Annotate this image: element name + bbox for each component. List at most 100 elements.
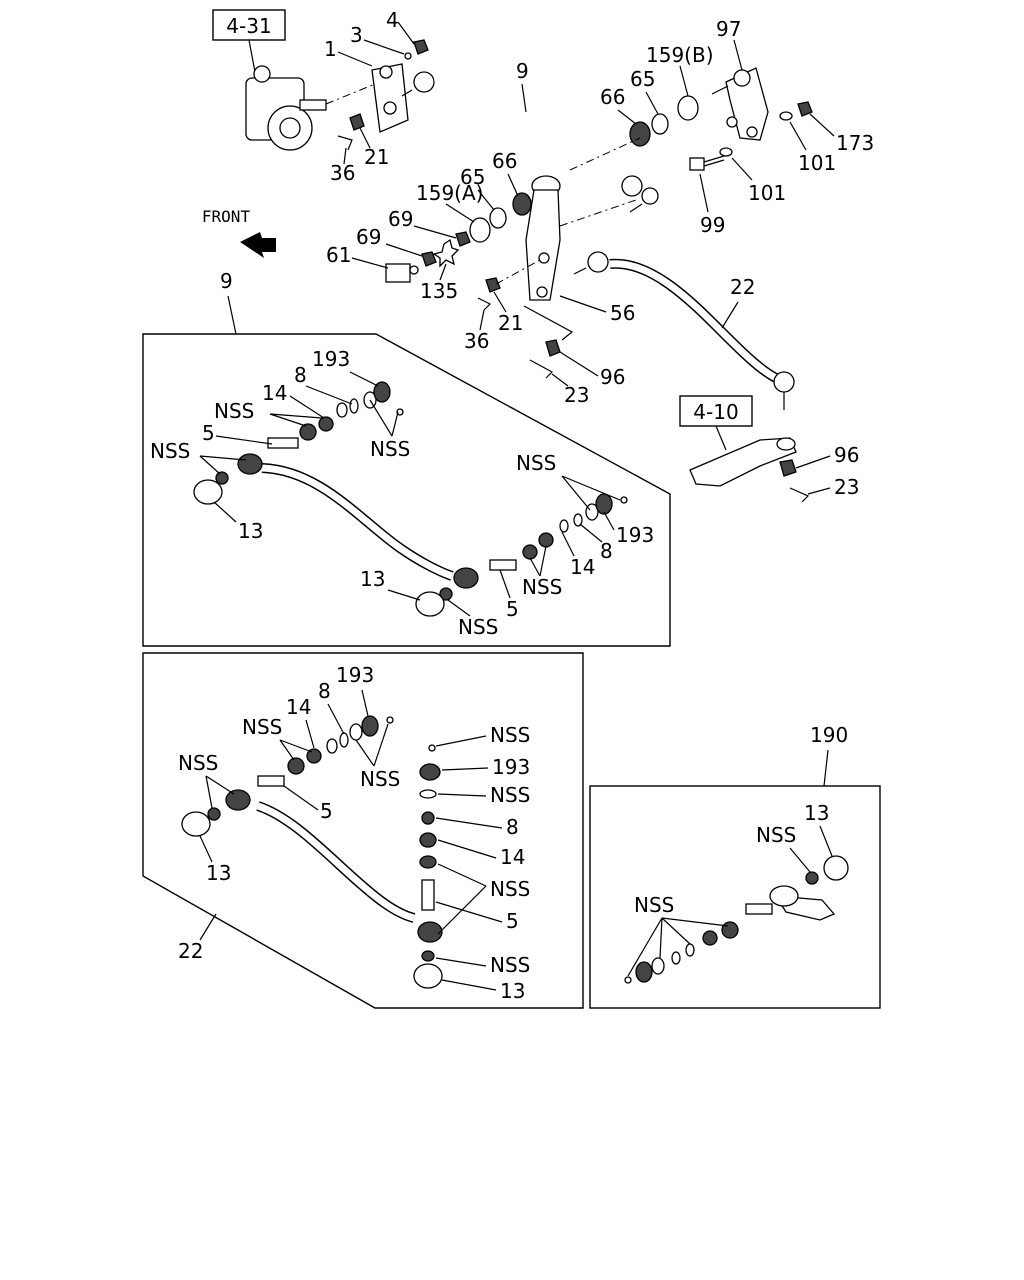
end-detail-frame xyxy=(589,785,881,1009)
callout-21b[interactable]: 21 xyxy=(498,311,523,335)
dl-label-nss-d[interactable]: NSS xyxy=(516,451,556,475)
end-detail-parts xyxy=(624,855,849,984)
ref-4-10[interactable]: 4-10 xyxy=(693,400,738,424)
ed-label-nss-a[interactable]: NSS xyxy=(756,823,796,847)
dl-label-14b[interactable]: 14 xyxy=(570,555,595,579)
dl-label-nss-e[interactable]: NSS xyxy=(522,575,562,599)
tr-label-22[interactable]: 22 xyxy=(178,939,203,963)
dl-label-193a[interactable]: 193 xyxy=(312,347,350,371)
callout-159b[interactable]: 159(B) xyxy=(646,43,714,67)
callout-21a[interactable]: 21 xyxy=(364,145,389,169)
bearing-66b xyxy=(512,192,532,216)
dl-label-nss-b[interactable]: NSS xyxy=(370,437,410,461)
callout-9[interactable]: 9 xyxy=(516,59,529,83)
nut-173 xyxy=(797,101,813,117)
callout-97[interactable]: 97 xyxy=(716,17,741,41)
tr-label-14a[interactable]: 14 xyxy=(286,695,311,719)
cotter-pin-36b xyxy=(477,297,492,311)
dl-label-5b[interactable]: 5 xyxy=(506,597,519,621)
callout-69b[interactable]: 69 xyxy=(356,225,381,249)
ed-label-nss-b[interactable]: NSS xyxy=(634,893,674,917)
nut-96b xyxy=(779,459,797,477)
dl-label-nss-f[interactable]: NSS xyxy=(458,615,498,639)
dl-label-193b[interactable]: 193 xyxy=(616,523,654,547)
dl-label-8a[interactable]: 8 xyxy=(294,363,307,387)
callout-9-detail[interactable]: 9 xyxy=(220,269,233,293)
tr-label-8a[interactable]: 8 xyxy=(318,679,331,703)
callout-101b[interactable]: 101 xyxy=(748,181,786,205)
tr-label-nss-g[interactable]: NSS xyxy=(490,953,530,977)
nut-96a xyxy=(545,339,561,357)
ref-4-31[interactable]: 4-31 xyxy=(226,14,271,38)
callout-96b[interactable]: 96 xyxy=(834,443,859,467)
callout-23a[interactable]: 23 xyxy=(564,383,589,407)
dl-label-13b[interactable]: 13 xyxy=(360,567,385,591)
tr-label-193a[interactable]: 193 xyxy=(336,663,374,687)
lock-washer-135 xyxy=(432,238,460,268)
tr-label-5a[interactable]: 5 xyxy=(320,799,333,823)
tr-label-193b[interactable]: 193 xyxy=(492,755,530,779)
o-ring-65b xyxy=(489,207,507,229)
nut-69b xyxy=(421,251,437,267)
drag-link xyxy=(401,71,659,213)
callout-61[interactable]: 61 xyxy=(326,243,351,267)
callout-56[interactable]: 56 xyxy=(610,301,635,325)
callout-159a[interactable]: 159(A) xyxy=(416,181,483,205)
tr-label-nss-b[interactable]: NSS xyxy=(178,751,218,775)
tr-label-nss-a[interactable]: NSS xyxy=(242,715,282,739)
nut-21a xyxy=(349,113,365,131)
dl-label-8b[interactable]: 8 xyxy=(600,539,613,563)
callout-65a[interactable]: 65 xyxy=(630,67,655,91)
grease-fitting-61 xyxy=(385,263,419,283)
bushing-159b xyxy=(677,95,699,121)
callout-23b[interactable]: 23 xyxy=(834,475,859,499)
dl-label-14a[interactable]: 14 xyxy=(262,381,287,405)
cotter-pin-36a xyxy=(337,135,353,151)
callout-66a[interactable]: 66 xyxy=(600,85,625,109)
support-bracket xyxy=(711,67,769,141)
dl-label-nss-a[interactable]: NSS xyxy=(214,399,254,423)
callout-4[interactable]: 4 xyxy=(386,8,399,32)
callout-69a[interactable]: 69 xyxy=(388,207,413,231)
callout-36a[interactable]: 36 xyxy=(330,161,355,185)
callout-173[interactable]: 173 xyxy=(836,131,874,155)
washer-3 xyxy=(404,52,412,60)
callout-1[interactable]: 1 xyxy=(324,37,337,61)
callout-135[interactable]: 135 xyxy=(420,279,458,303)
cotter-pin-23a xyxy=(529,359,553,379)
callout-190[interactable]: 190 xyxy=(810,723,848,747)
tr-label-nss-d[interactable]: NSS xyxy=(490,723,530,747)
ed-label-13[interactable]: 13 xyxy=(804,801,829,825)
washer-101b xyxy=(719,147,733,157)
tr-label-5b[interactable]: 5 xyxy=(506,909,519,933)
o-ring-65a xyxy=(651,113,669,135)
tr-label-nss-f[interactable]: NSS xyxy=(490,877,530,901)
cotter-pin-23b xyxy=(789,487,810,503)
tr-label-nss-e[interactable]: NSS xyxy=(490,783,530,807)
dl-label-5a[interactable]: 5 xyxy=(202,421,215,445)
tie-rod-detail-frame xyxy=(142,652,584,1009)
callout-22a[interactable]: 22 xyxy=(730,275,755,299)
pitman-arm xyxy=(371,63,409,133)
front-label: FRONT xyxy=(202,207,251,226)
callout-99[interactable]: 99 xyxy=(700,213,725,237)
dl-label-nss-c[interactable]: NSS xyxy=(150,439,190,463)
bushing-159a xyxy=(469,217,491,243)
callout-3[interactable]: 3 xyxy=(350,23,363,47)
callout-101a[interactable]: 101 xyxy=(798,151,836,175)
tr-label-8b[interactable]: 8 xyxy=(506,815,519,839)
nut-21b xyxy=(485,277,501,293)
callout-66b[interactable]: 66 xyxy=(492,149,517,173)
tr-label-nss-c[interactable]: NSS xyxy=(360,767,400,791)
callout-96a[interactable]: 96 xyxy=(600,365,625,389)
tr-label-13b[interactable]: 13 xyxy=(500,979,525,1003)
tr-label-14b[interactable]: 14 xyxy=(500,845,525,869)
tr-label-13a[interactable]: 13 xyxy=(206,861,231,885)
knuckle-arm xyxy=(689,437,797,487)
callout-36b[interactable]: 36 xyxy=(464,329,489,353)
dl-label-13a[interactable]: 13 xyxy=(238,519,263,543)
nut-69a xyxy=(455,231,471,247)
callout-65b[interactable]: 65 xyxy=(460,165,485,189)
